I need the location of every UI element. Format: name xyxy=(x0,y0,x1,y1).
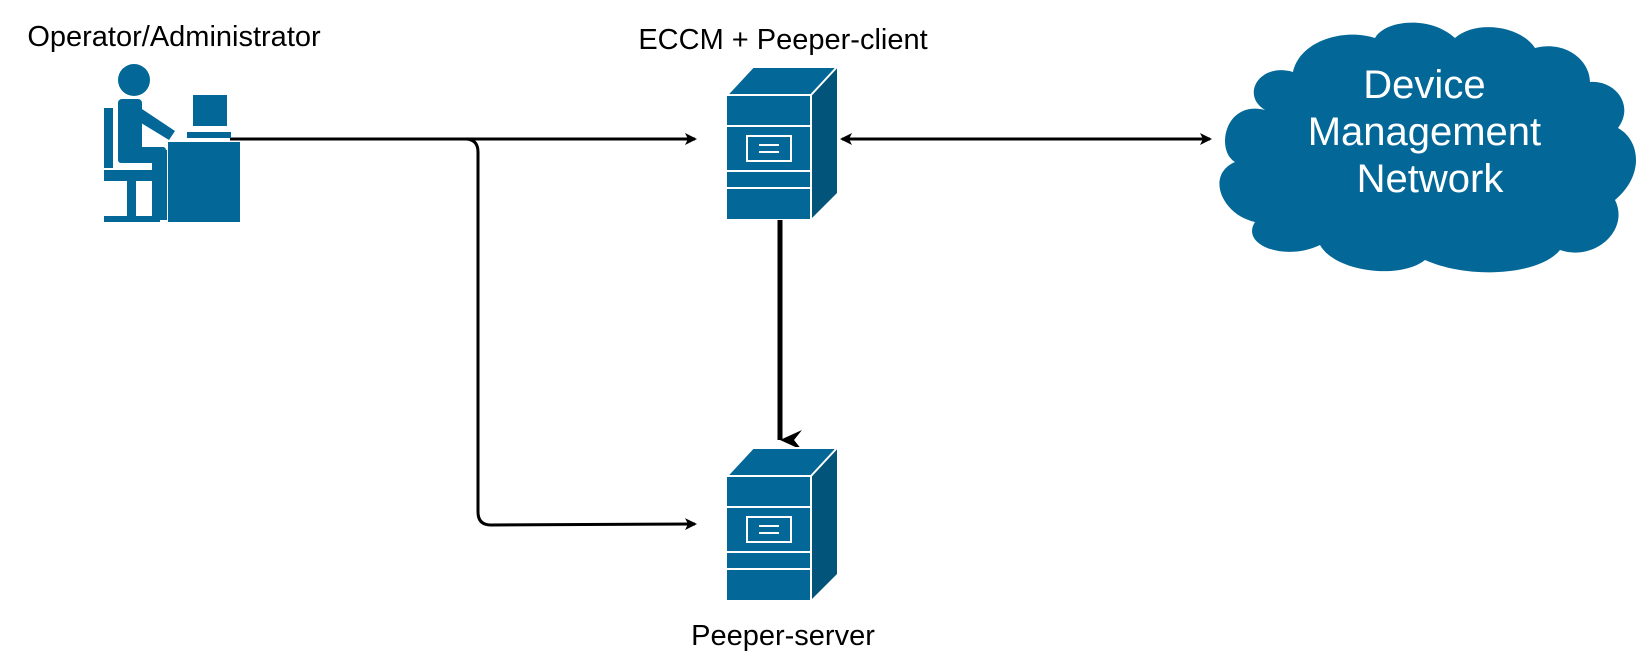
cloud-label-line-2: Management xyxy=(1308,110,1541,154)
cloud-label-line-1: Device xyxy=(1363,63,1485,107)
cloud-icon xyxy=(1219,22,1637,273)
eccm-label: ECCM + Peeper-client xyxy=(638,24,927,56)
server-icon xyxy=(726,447,838,600)
operator-label: Operator/Administrator xyxy=(27,21,321,53)
eccm-node: ECCM + Peeper-client xyxy=(638,24,928,219)
edge-operator-to-peeper-server xyxy=(230,137,697,531)
cloud-label-line-3: Network xyxy=(1357,157,1505,201)
server-icon xyxy=(726,66,838,219)
operator-node: Operator/Administrator xyxy=(27,21,321,222)
operator-icon xyxy=(104,64,240,222)
cloud-label: Device Management Network xyxy=(1308,63,1553,201)
edges xyxy=(230,133,1212,531)
peeper-server-node: Peeper-server xyxy=(691,447,875,652)
network-cloud-node: Device Management Network xyxy=(1219,22,1637,273)
peeper-server-label: Peeper-server xyxy=(691,620,875,652)
